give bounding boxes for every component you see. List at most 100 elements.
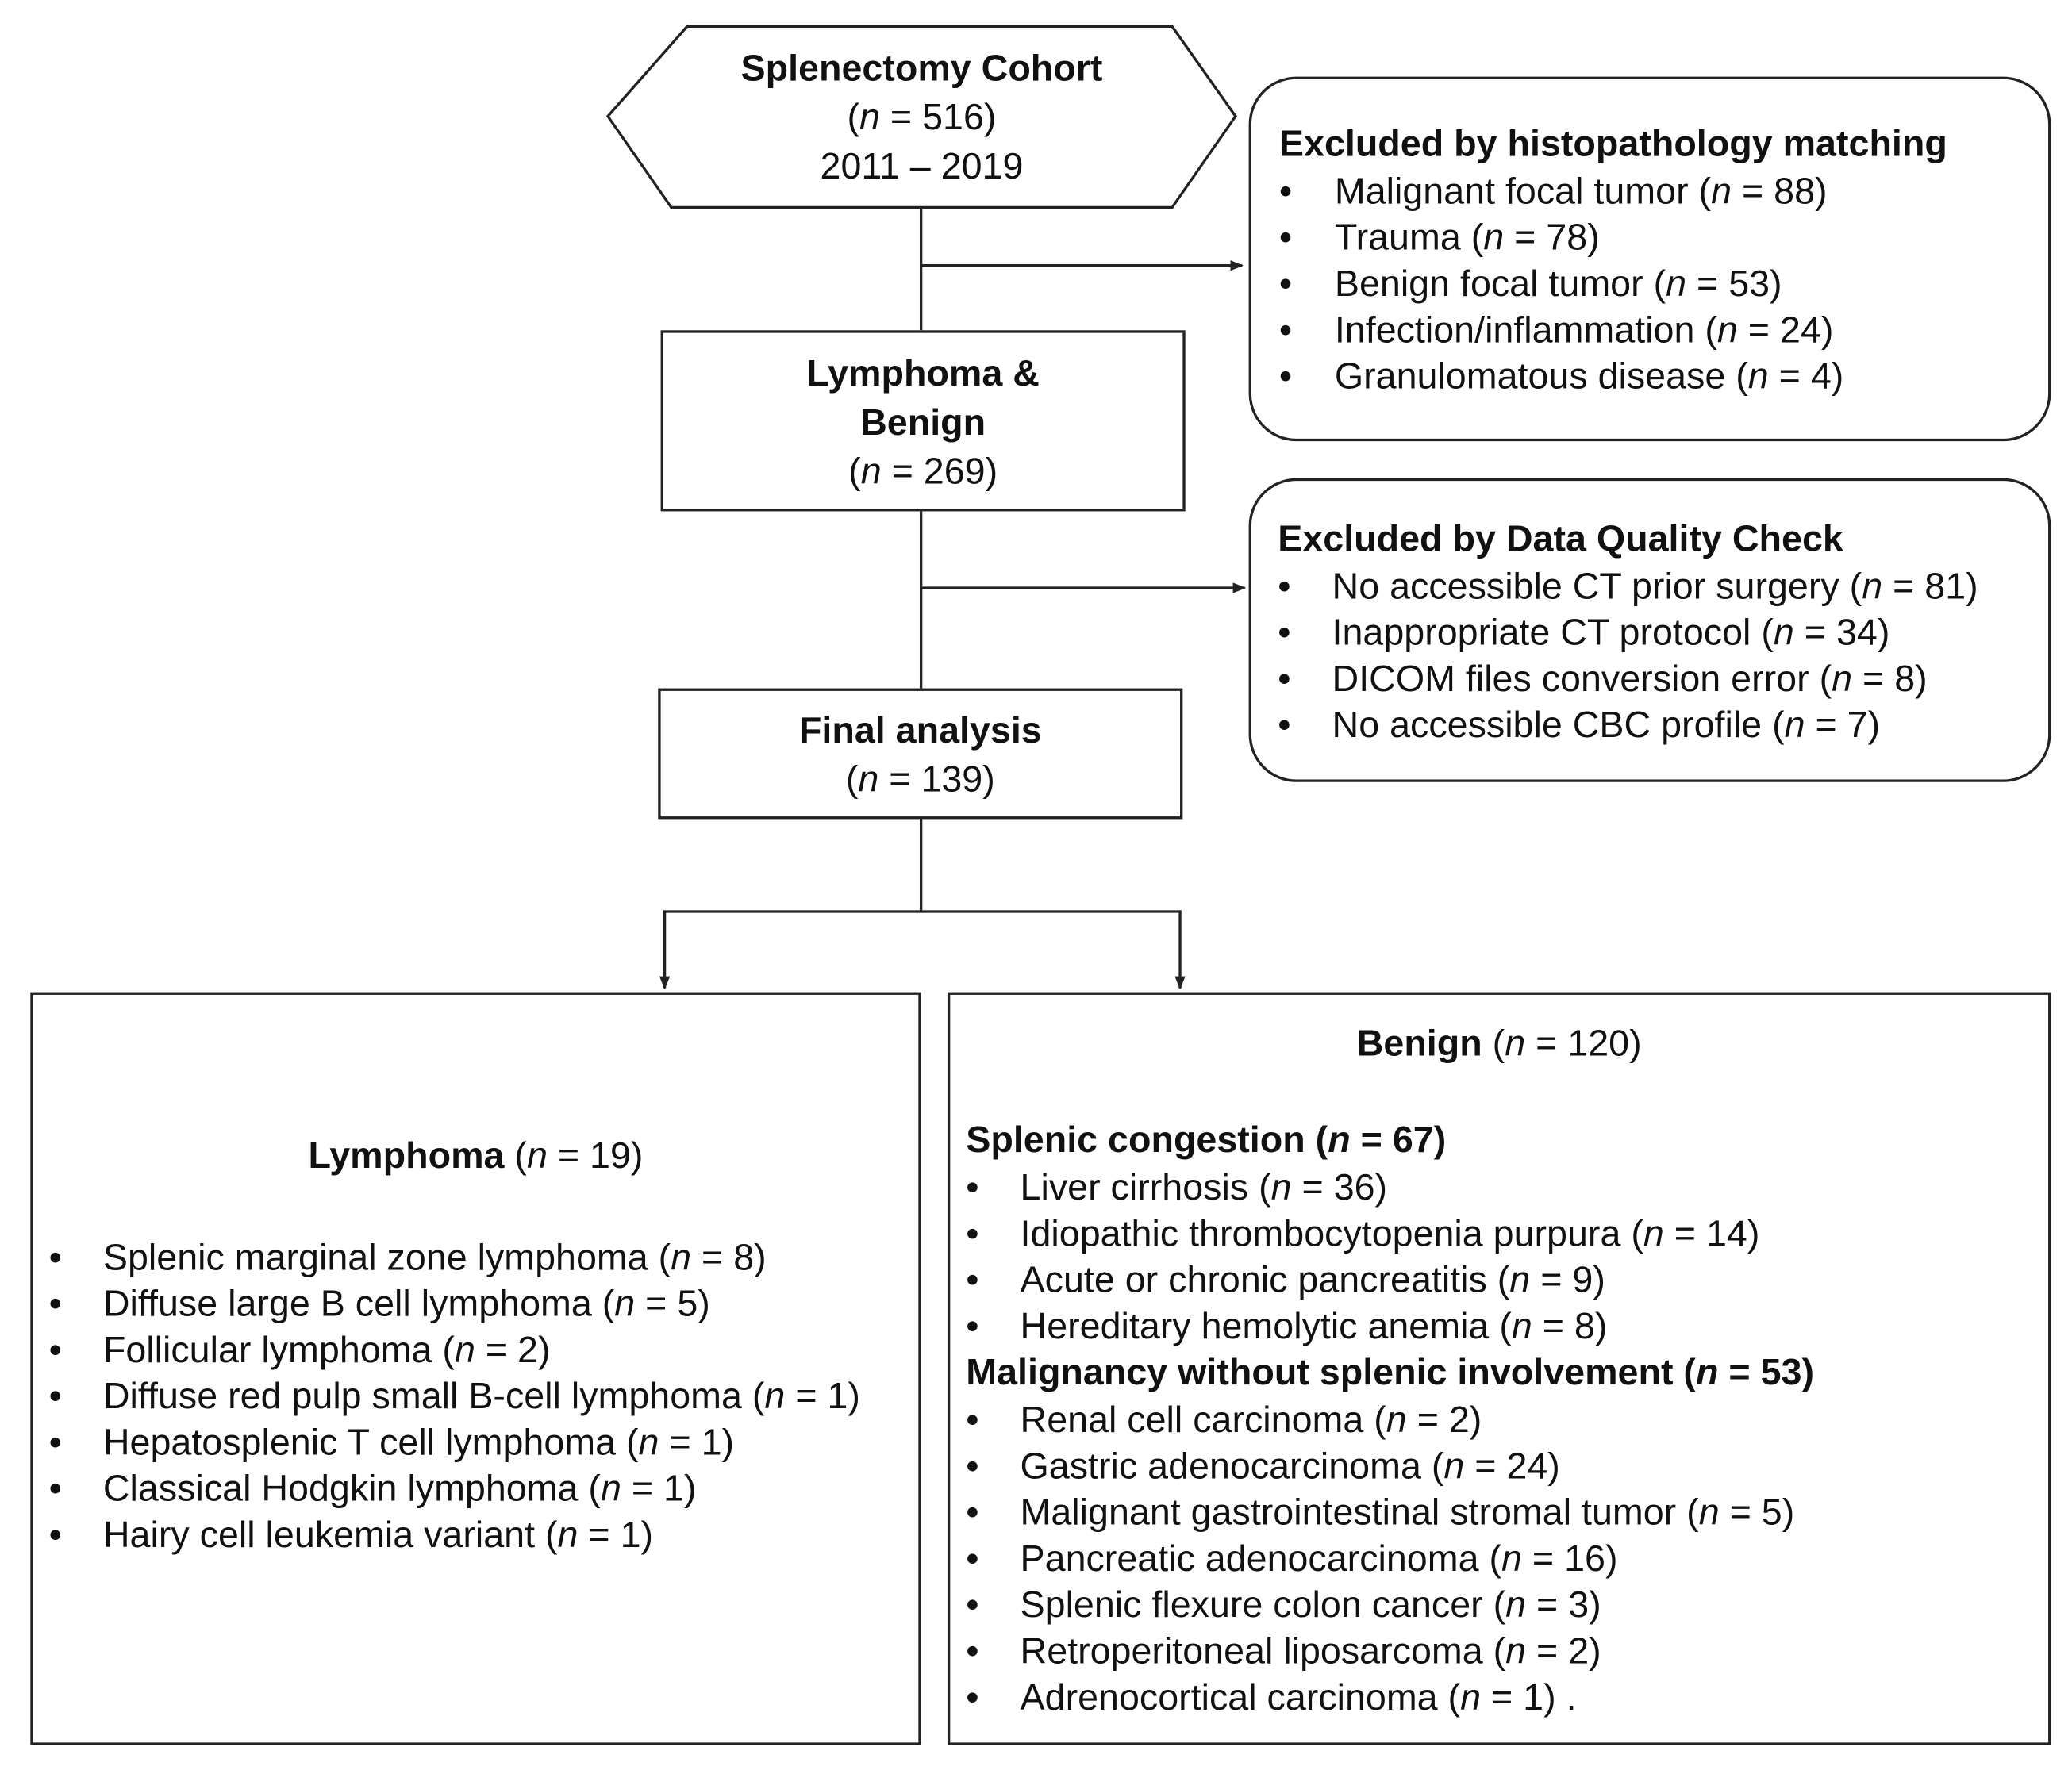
count-value: = 516) <box>879 96 997 138</box>
paren: ( <box>848 450 861 492</box>
item-label: Classical Hodgkin lymphoma ( <box>102 1468 601 1509</box>
n-symbol: n <box>859 96 880 138</box>
n-symbol: n <box>1643 1212 1664 1254</box>
item-label: Liver cirrhosis ( <box>1020 1166 1271 1208</box>
excluded-quality-title: Excluded by Data Quality Check <box>1278 517 1843 559</box>
item-count: = 8) <box>691 1236 767 1278</box>
bullet-icon: • <box>48 1282 62 1324</box>
list-item: Splenic flexure colon cancer (n = 3) <box>1021 1581 1601 1627</box>
item-label: Gastric adenocarcinoma ( <box>1020 1445 1444 1487</box>
cohort-count: (n = 516) <box>608 94 1236 140</box>
count-value: = 19) <box>547 1135 644 1177</box>
item-count: = 14) <box>1663 1212 1760 1254</box>
n-symbol: n <box>1386 1399 1407 1441</box>
excluded-histo-title: Excluded by histopathology matching <box>1278 122 1947 164</box>
bullet-icon: • <box>48 1329 62 1370</box>
list-item: Hereditary hemolytic anemia (n = 8) <box>1021 1303 1608 1349</box>
item-count: = 3) <box>1526 1584 1601 1626</box>
bullet-icon: • <box>966 1584 979 1626</box>
list-item: Retroperitoneal liposarcoma (n = 2) <box>1021 1628 1601 1674</box>
item-count: = 81) <box>1882 565 1978 607</box>
item-count: = 7) <box>1805 704 1881 746</box>
list-item: Benign focal tumor (n = 53) <box>1335 260 1782 306</box>
bullet-icon: • <box>1278 704 1291 746</box>
item-label: Granulomatous disease ( <box>1334 355 1748 397</box>
list-item: Inappropriate CT protocol (n = 34) <box>1332 609 1890 655</box>
lb-count: (n = 269) <box>661 448 1186 494</box>
list-item: Follicular lymphoma (n = 2) <box>103 1327 551 1373</box>
malignancy-heading: Malignancy without splenic involvement (… <box>966 1349 1814 1395</box>
item-label: Retroperitoneal liposarcoma ( <box>1020 1630 1506 1672</box>
lb-line2: Benign <box>860 401 986 443</box>
bullet-icon: • <box>48 1514 62 1555</box>
bullet-icon: • <box>48 1236 62 1278</box>
count-value: = 139) <box>878 758 995 800</box>
bullet-icon: • <box>1278 217 1293 258</box>
bullet-icon: • <box>48 1375 62 1417</box>
item-count: = 88) <box>1732 170 1828 212</box>
item-label: Hairy cell leukemia variant ( <box>102 1514 558 1555</box>
paren: ( <box>504 1135 527 1177</box>
item-count: = 1) <box>659 1421 735 1463</box>
item-label: Acute or chronic pancreatitis ( <box>1020 1258 1510 1300</box>
n-symbol: n <box>1832 658 1853 699</box>
bullet-icon: • <box>966 1212 979 1254</box>
n-symbol: n <box>858 758 879 800</box>
n-symbol: n <box>1711 170 1732 212</box>
item-label: Idiopathic thrombocytopenia purpura ( <box>1020 1212 1643 1254</box>
n-symbol: n <box>1443 1445 1465 1487</box>
paren: ( <box>847 96 860 138</box>
bullet-icon: • <box>1278 263 1293 304</box>
n-symbol: n <box>1501 1538 1522 1579</box>
n-symbol: n <box>1784 704 1805 746</box>
item-count: = 78) <box>1504 217 1600 258</box>
n-symbol: n <box>1483 217 1505 258</box>
item-label: Inappropriate CT protocol ( <box>1332 611 1774 653</box>
item-count: = 4) <box>1768 355 1844 397</box>
bullet-icon: • <box>1278 658 1291 699</box>
n-symbol: n <box>1505 1584 1527 1626</box>
n-symbol: n <box>1747 355 1769 397</box>
n-symbol: n <box>1505 1022 1526 1064</box>
bullet-icon: • <box>48 1421 62 1463</box>
list-item: Diffuse large B cell lymphoma (n = 5) <box>103 1280 710 1327</box>
item-count: = 1) . <box>1481 1676 1577 1718</box>
item-label: Adrenocortical carcinoma ( <box>1020 1676 1461 1718</box>
n-symbol: n <box>1716 309 1738 351</box>
item-count: = 2) <box>1406 1399 1482 1441</box>
count-value: = 120) <box>1525 1022 1642 1064</box>
item-count: = 34) <box>1793 611 1890 653</box>
list-item: Classical Hodgkin lymphoma (n = 1) <box>103 1465 697 1511</box>
n-symbol: n <box>1460 1676 1482 1718</box>
lb-line1: Lymphoma & <box>806 352 1040 394</box>
n-symbol: n <box>557 1514 579 1555</box>
item-label: DICOM files conversion error ( <box>1332 658 1832 699</box>
list-item: Hepatosplenic T cell lymphoma (n = 1) <box>103 1419 734 1465</box>
bullet-icon: • <box>966 1676 979 1718</box>
item-count: = 53) <box>1686 263 1782 304</box>
list-item: Malignant focal tumor (n = 88) <box>1335 167 1828 213</box>
item-label: No accessible CT prior surgery ( <box>1332 565 1862 607</box>
item-label: Hepatosplenic T cell lymphoma ( <box>102 1421 639 1463</box>
list-item: DICOM files conversion error (n = 8) <box>1332 655 1928 701</box>
bullet-icon: • <box>1278 565 1291 607</box>
list-item: Infection/inflammation (n = 24) <box>1335 306 1834 352</box>
item-count: = 5) <box>1719 1492 1795 1533</box>
n-symbol: n <box>1862 565 1883 607</box>
item-label: Renal cell carcinoma ( <box>1020 1399 1386 1441</box>
item-label: Benign focal tumor ( <box>1334 263 1666 304</box>
n-symbol: n <box>1505 1630 1527 1672</box>
n-symbol: n <box>614 1282 636 1324</box>
item-count: = 24) <box>1464 1445 1560 1487</box>
paren: ( <box>1482 1022 1505 1064</box>
benign-label: Benign <box>1356 1022 1482 1064</box>
bullet-icon: • <box>48 1468 62 1509</box>
item-label: Diffuse red pulp small B-cell lymphoma ( <box>102 1375 765 1417</box>
count-value: = 53) <box>1718 1351 1815 1393</box>
list-item: Splenic marginal zone lymphoma (n = 8) <box>103 1234 767 1280</box>
n-symbol: n <box>1695 1351 1719 1393</box>
benign-box <box>947 992 2051 1745</box>
bullet-icon: • <box>1278 170 1293 212</box>
list-item: Acute or chronic pancreatitis (n = 9) <box>1021 1257 1605 1303</box>
